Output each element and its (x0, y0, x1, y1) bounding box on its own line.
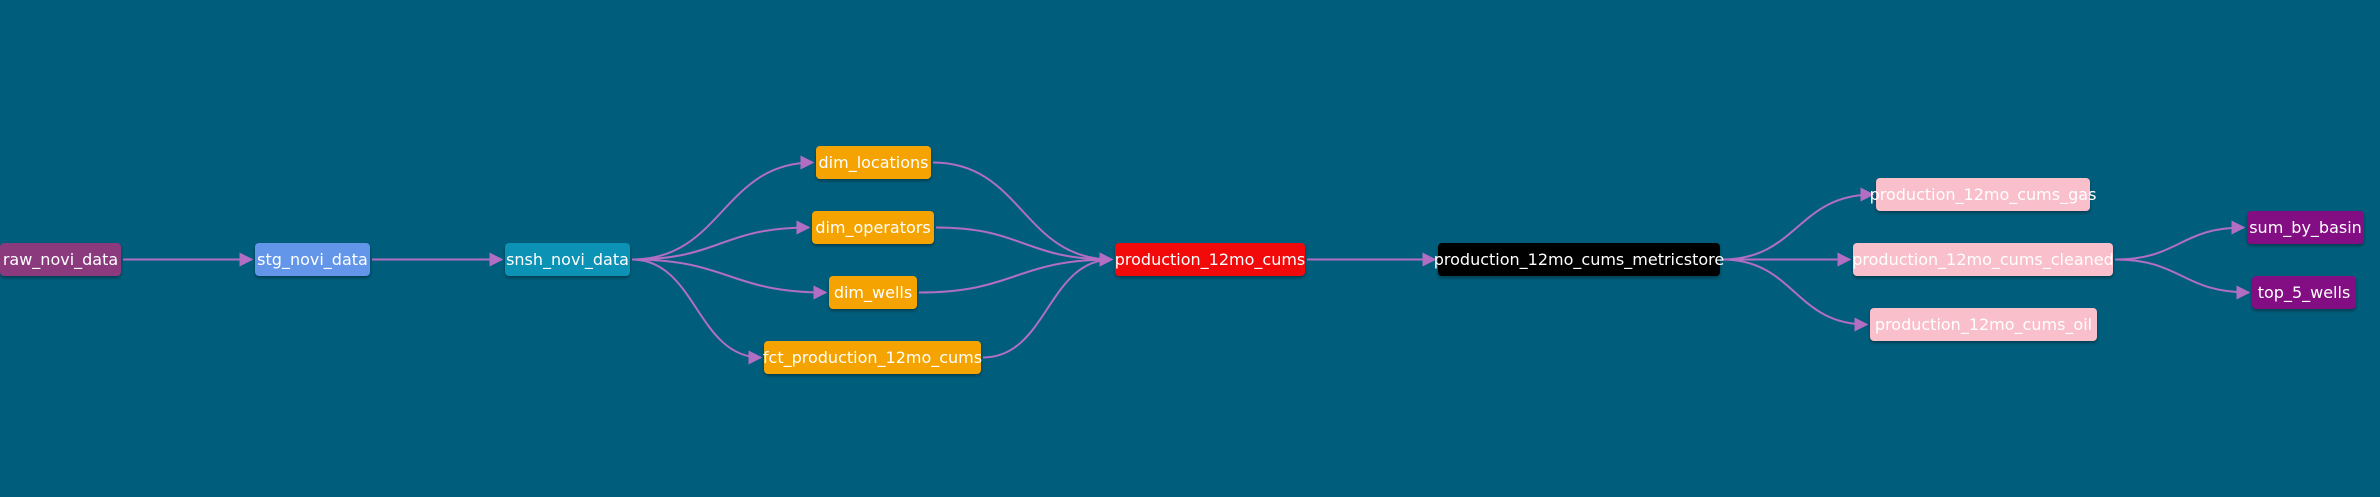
node-label: dim_wells (833, 283, 913, 302)
node-label: production_12mo_cums_oil (1874, 315, 2093, 334)
edge-dim_operators-to-production_12mo_cums (935, 226, 1114, 267)
edge-dim_wells-to-production_12mo_cums (918, 252, 1114, 294)
node-production-12mo-cums-gas[interactable]: production_12mo_cums_gas (1870, 178, 2096, 211)
node-production-12mo-cums-cleaned[interactable]: production_12mo_cums_cleaned (1852, 243, 2114, 276)
edge-snsh_novi_data-to-fct_production_12mo_cums (631, 258, 763, 365)
node-production-12mo-cums-metricstore[interactable]: production_12mo_cums_metricstore (1434, 243, 1724, 276)
node-label: sum_by_basin (2249, 218, 2362, 237)
node-stg-novi-data[interactable]: stg_novi_data (255, 243, 370, 276)
node-label: production_12mo_cums (1114, 250, 1306, 269)
node-label: top_5_wells (2257, 283, 2351, 302)
node-production-12mo-cums[interactable]: production_12mo_cums (1115, 243, 1305, 276)
edge-snsh_novi_data-to-dim_wells (631, 258, 828, 300)
edge-production_12mo_cums_cleaned-to-sum_by_basin (2114, 220, 2246, 261)
node-dim-wells[interactable]: dim_wells (829, 276, 917, 309)
node-label: stg_novi_data (257, 250, 368, 269)
node-fct-production-12mo-cums[interactable]: fct_production_12mo_cums (762, 341, 983, 374)
node-snsh-novi-data[interactable]: snsh_novi_data (505, 243, 630, 276)
node-label: production_12mo_cums_cleaned (1852, 250, 2114, 269)
node-dim-operators[interactable]: dim_operators (812, 211, 934, 244)
node-top-5-wells[interactable]: top_5_wells (2252, 276, 2356, 309)
node-sum-by-basin[interactable]: sum_by_basin (2247, 211, 2364, 244)
node-label: dim_operators (815, 218, 931, 237)
node-label: production_12mo_cums_metricstore (1433, 250, 1725, 269)
edge-production_12mo_cums_cleaned-to-top_5_wells (2114, 258, 2251, 300)
node-label: production_12mo_cums_gas (1869, 185, 2097, 204)
edge-snsh_novi_data-to-dim_locations (631, 155, 815, 261)
node-raw-novi-data[interactable]: raw_novi_data (0, 243, 121, 276)
node-dim-locations[interactable]: dim_locations (816, 146, 931, 179)
node-label: fct_production_12mo_cums (762, 348, 983, 367)
edge-production_12mo_cums_metricstore-to-production_12mo_cums_oil (1721, 258, 1869, 332)
edge-fct_production_12mo_cums-to-production_12mo_cums (982, 252, 1114, 359)
edge-production_12mo_cums_metricstore-to-production_12mo_cums_gas (1721, 187, 1875, 261)
edge-dim_locations-to-production_12mo_cums (932, 161, 1114, 267)
node-label: dim_locations (818, 153, 929, 172)
node-label: raw_novi_data (2, 250, 119, 269)
node-production-12mo-cums-oil[interactable]: production_12mo_cums_oil (1870, 308, 2097, 341)
edge-snsh_novi_data-to-dim_operators (631, 220, 811, 261)
node-label: snsh_novi_data (506, 250, 629, 269)
